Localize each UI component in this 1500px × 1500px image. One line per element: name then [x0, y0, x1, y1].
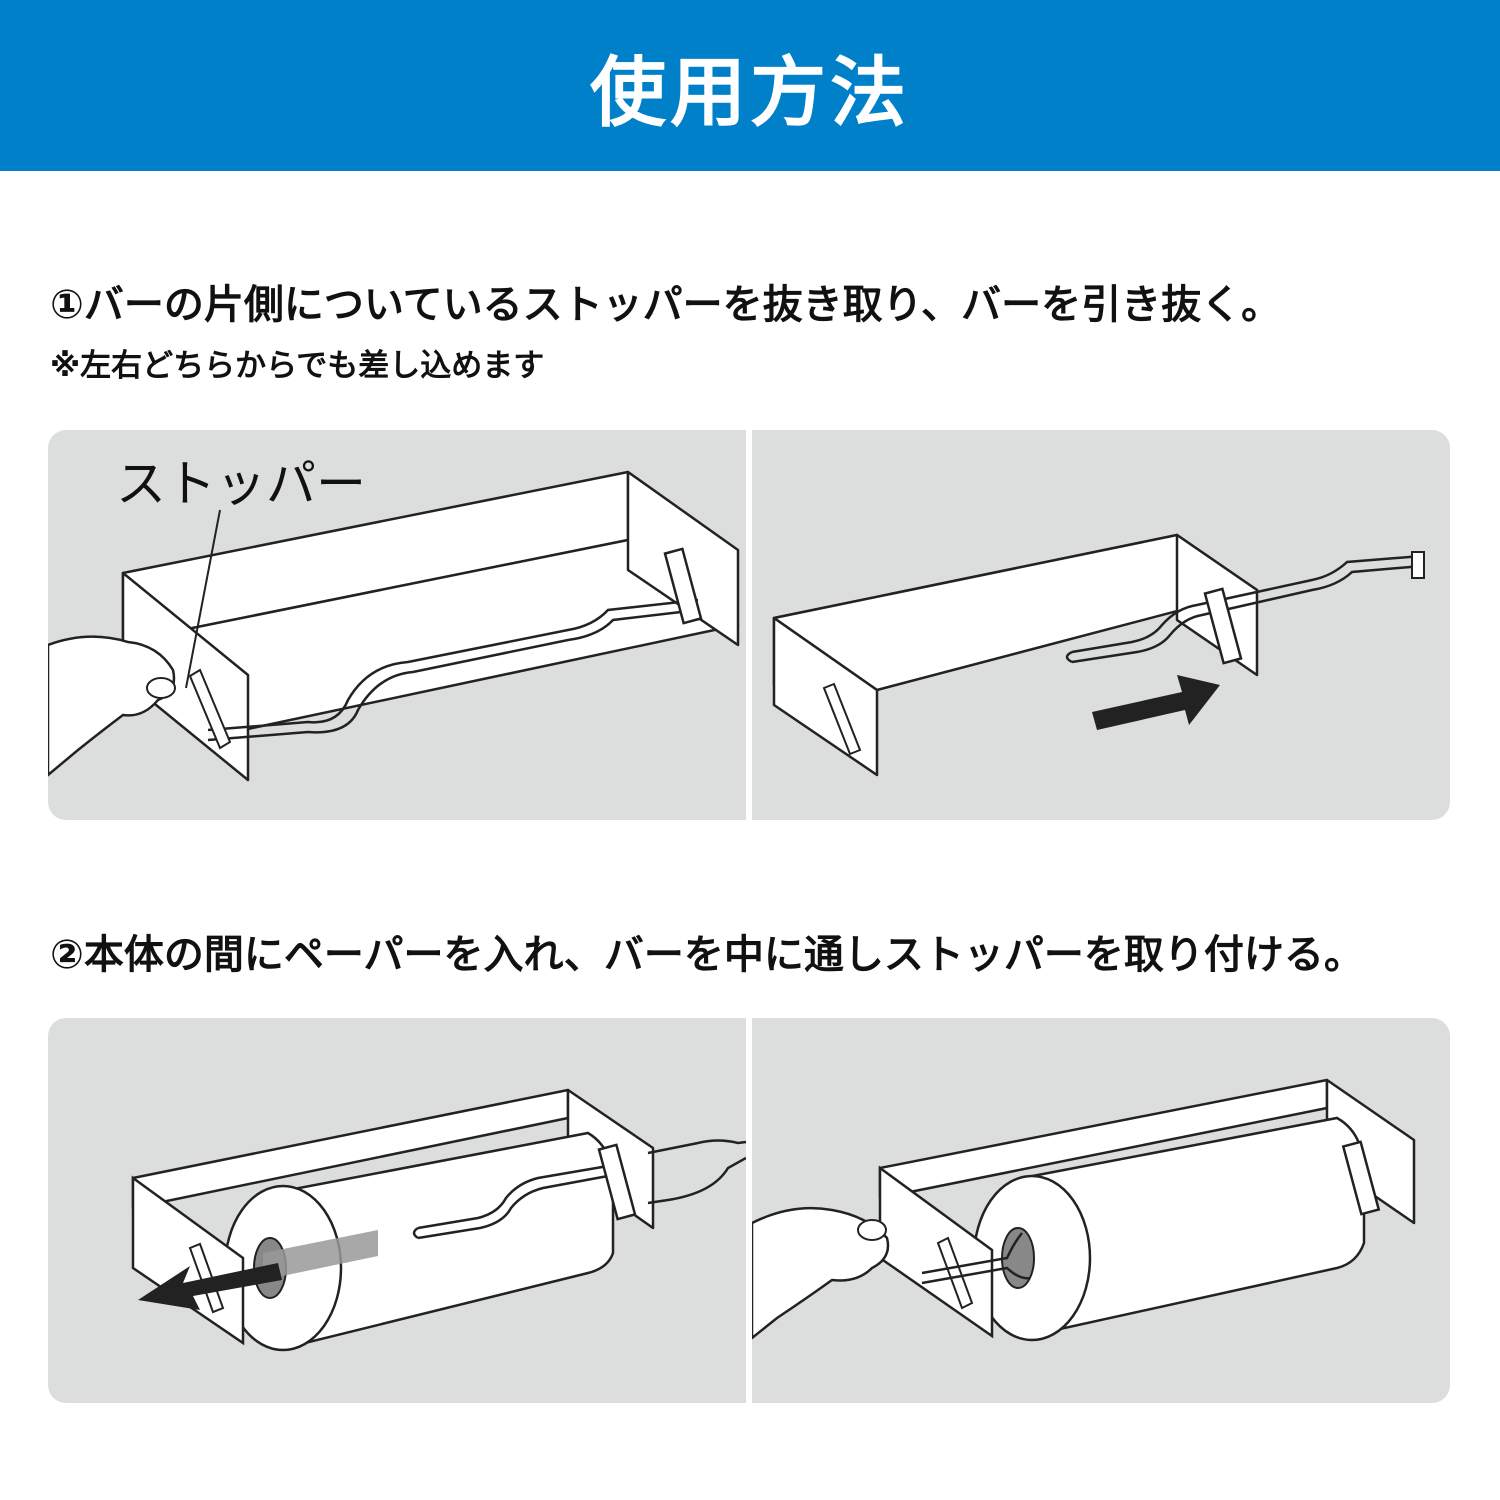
step1-title: ①バーの片側についているストッパーを抜き取り、バーを引き抜く。: [50, 282, 1282, 328]
step1-note: ※左右どちらからでも差し込めます: [50, 348, 545, 384]
step2-title: ②本体の間にペーパーを入れ、バーを中に通しストッパーを取り付ける。: [50, 932, 1364, 978]
stopper-callout-label: ストッパー: [116, 455, 366, 513]
step1-illustration-pull-bar: [752, 430, 1450, 820]
holder-insert-paper-drawing: [131, 1088, 746, 1352]
holder-with-stopper-drawing: [48, 470, 740, 782]
step2-illustration-attach-stopper: [752, 1018, 1450, 1403]
holder-pull-bar-drawing: [772, 533, 1425, 777]
header-banner: 使用方法: [0, 0, 1500, 171]
holder-attach-stopper-drawing: [752, 1078, 1416, 1342]
step1-illustration-remove-stopper: ストッパー: [48, 430, 746, 820]
page-title: 使用方法: [590, 47, 910, 137]
step2-illustration-insert-paper: [48, 1018, 746, 1403]
